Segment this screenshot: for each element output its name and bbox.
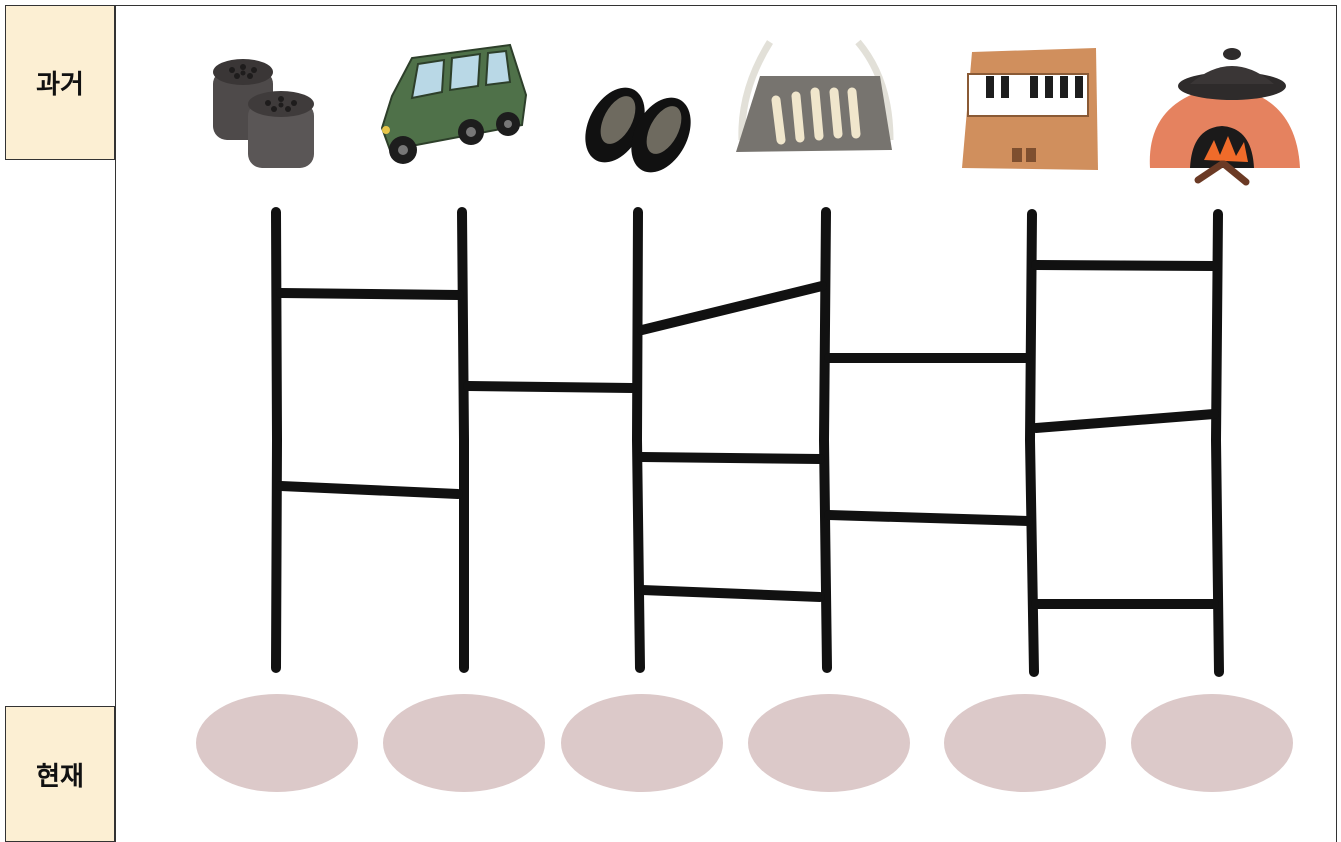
ladder-rung — [281, 293, 459, 295]
answer-slot[interactable] — [383, 694, 545, 792]
ladder-rung — [1036, 265, 1214, 266]
ladder-rung — [642, 457, 820, 459]
answer-slot[interactable] — [748, 694, 910, 792]
organ-icon — [962, 48, 1098, 170]
ladder-rung — [642, 286, 822, 330]
clay-stove-icon — [1150, 48, 1300, 182]
ladder — [276, 212, 1219, 672]
old-car-icon — [382, 45, 526, 164]
answer-slot[interactable] — [944, 694, 1106, 792]
ladder-rail — [824, 212, 827, 668]
rubber-shoes-icon — [573, 77, 702, 182]
ladder-rung — [281, 486, 458, 494]
ladder-rail — [276, 212, 277, 668]
ladder-rung — [829, 515, 1028, 521]
answer-slot[interactable] — [561, 694, 723, 792]
answer-slot[interactable] — [1131, 694, 1293, 792]
briquette-icon — [213, 59, 314, 168]
answer-slots — [196, 694, 1293, 792]
ladder-rail — [637, 212, 640, 668]
ladder-rail — [462, 212, 464, 668]
washboard-icon — [736, 42, 892, 152]
ladder-rung — [642, 590, 820, 597]
answer-slot[interactable] — [196, 694, 358, 792]
ladder-rung — [468, 386, 632, 388]
ladder-rung — [1036, 414, 1214, 428]
